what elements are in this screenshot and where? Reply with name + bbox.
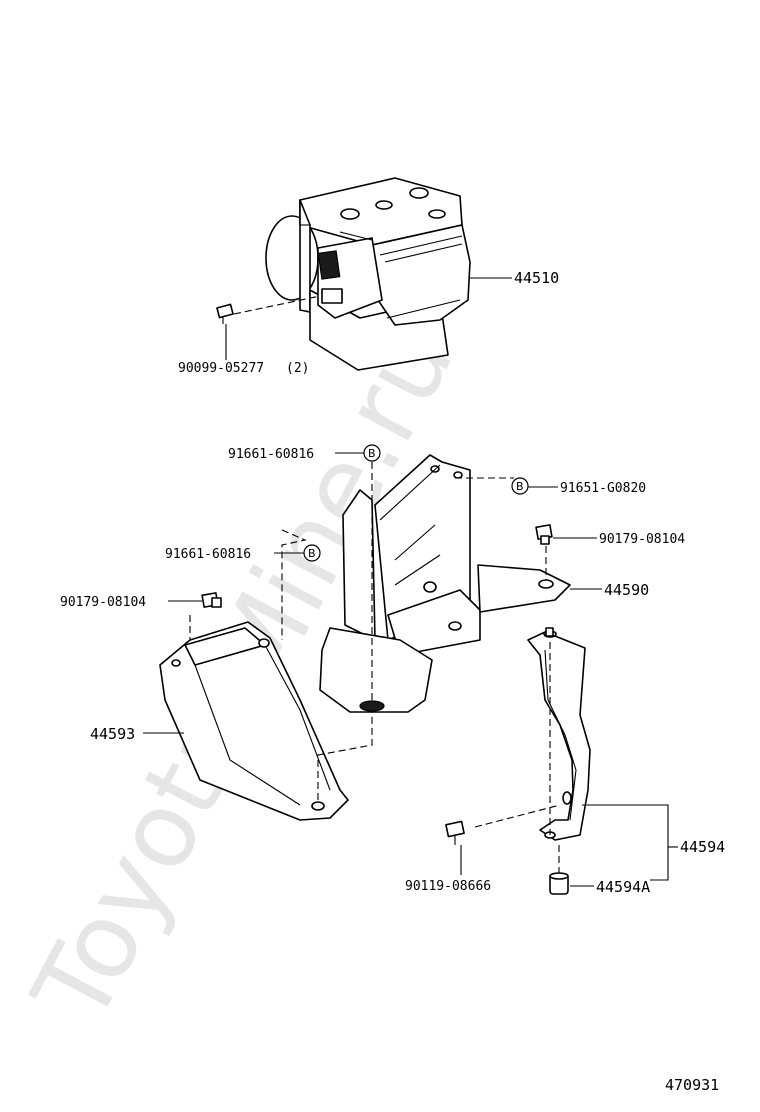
callout-b-marker bbox=[363, 444, 381, 462]
callout-b-text: B bbox=[368, 447, 376, 460]
label-44593: 44593 bbox=[90, 725, 135, 743]
nut-90179-08104-left-icon bbox=[201, 592, 222, 608]
nut-90179-08104-right-icon bbox=[535, 524, 553, 545]
label-91661-60816-top: 91661-60816 bbox=[228, 447, 314, 462]
label-44594a: 44594A bbox=[596, 878, 650, 896]
label-90119-08666: 90119-08666 bbox=[405, 879, 491, 894]
label-91651-g0820: 91651-G0820 bbox=[560, 481, 646, 496]
callout-b-text-left: B bbox=[308, 547, 316, 560]
bracket-44590 bbox=[319, 454, 571, 713]
label-90179-08104-right: 90179-08104 bbox=[599, 532, 685, 547]
label-91661-60816-left: 91661-60816 bbox=[165, 547, 251, 562]
label-44594: 44594 bbox=[680, 838, 725, 856]
bolt-90099-05277-icon bbox=[216, 303, 234, 324]
callout-b-marker-right bbox=[511, 477, 529, 495]
diagram-number: 470931 bbox=[665, 1076, 719, 1094]
bracket-44593 bbox=[159, 621, 349, 821]
callout-b-text-right: B bbox=[516, 480, 524, 493]
label-44590: 44590 bbox=[604, 581, 649, 599]
label-90099-05277-qty: (2) bbox=[286, 361, 309, 376]
label-44510: 44510 bbox=[514, 269, 559, 287]
abs-actuator-assembly bbox=[265, 177, 471, 371]
bracket-44594 bbox=[527, 627, 591, 841]
label-90179-08104-left: 90179-08104 bbox=[60, 595, 146, 610]
bolt-90119-08666-icon bbox=[445, 820, 465, 845]
cushion-44594a-icon bbox=[549, 872, 569, 895]
label-90099-05277: 90099-05277 bbox=[178, 361, 264, 376]
